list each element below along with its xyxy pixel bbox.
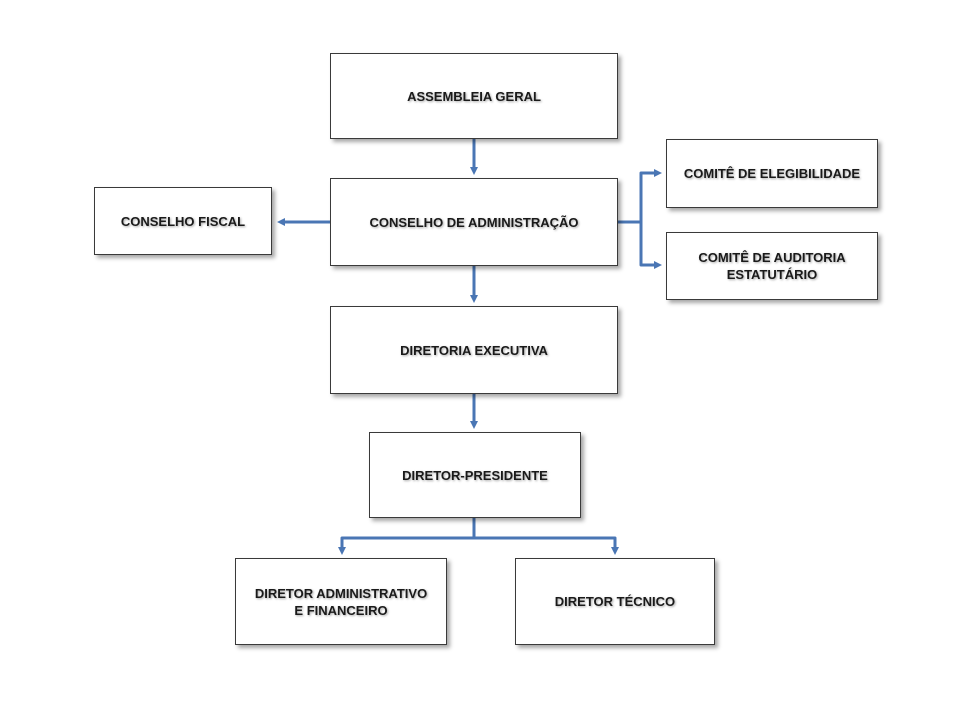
edge-diretor-presidente-to-diretor-tecnico — [474, 536, 619, 555]
edge-diretor-presidente-to-diretor-adm-fin — [338, 518, 476, 555]
node-assembleia-geral: ASSEMBLEIA GERAL — [330, 53, 618, 139]
node-label: DIRETOR-PRESIDENTE — [402, 467, 548, 483]
node-conselho-fiscal: CONSELHO FISCAL — [94, 187, 272, 255]
node-label: CONSELHO DE ADMINISTRAÇÃO — [369, 214, 579, 230]
node-label: DIRETORIA EXECUTIVA — [400, 342, 548, 358]
node-conselho-de-administracao: CONSELHO DE ADMINISTRAÇÃO — [330, 178, 618, 266]
node-diretor-administrativo-e-financeiro: DIRETOR ADMINISTRATIVO E FINANCEIRO — [235, 558, 447, 645]
node-diretor-presidente: DIRETOR-PRESIDENTE — [369, 432, 581, 518]
node-label: DIRETOR TÉCNICO — [554, 594, 676, 609]
edge-conselho-admin-to-comite-auditoria — [639, 222, 662, 269]
edge-conselho-admin-to-comite-elegibilidade — [618, 169, 662, 224]
node-label: ASSEMBLEIA GERAL — [407, 88, 541, 104]
node-comite-de-elegibilidade: COMITÊ DE ELEGIBILIDADE — [666, 139, 878, 208]
node-label: DIRETOR ADMINISTRATIVO E FINANCEIRO — [254, 585, 428, 618]
node-diretor-tecnico: DIRETOR TÉCNICO — [515, 558, 715, 645]
node-label: COMITÊ DE ELEGIBILIDADE — [683, 166, 861, 181]
node-label: CONSELHO FISCAL — [120, 213, 246, 229]
node-comite-de-auditoria-estatutario: COMITÊ DE AUDITORIA ESTATUTÁRIO — [666, 232, 878, 300]
node-label: COMITÊ DE AUDITORIA ESTATUTÁRIO — [698, 250, 846, 282]
node-diretoria-executiva: DIRETORIA EXECUTIVA — [330, 306, 618, 394]
